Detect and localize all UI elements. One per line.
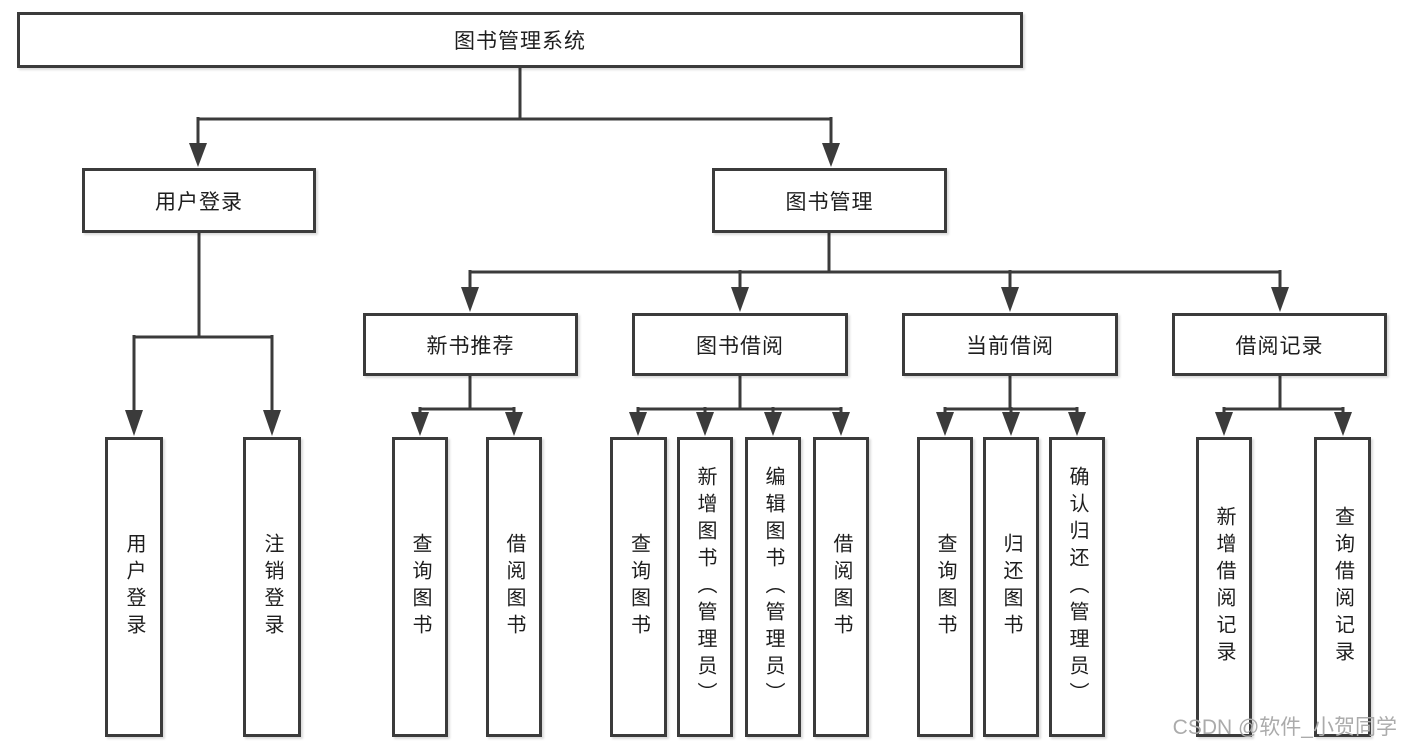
leaf-label: 编辑图书（管理员） bbox=[762, 465, 784, 709]
leaf-nbr-borrow-books: 借阅图书 bbox=[486, 437, 542, 737]
node-book-borrowing: 图书借阅 bbox=[632, 313, 848, 376]
leaf-label: 新增图书（管理员） bbox=[694, 465, 716, 709]
node-library-management-system: 图书管理系统 bbox=[17, 12, 1023, 68]
leaf-label: 用户登录 bbox=[123, 533, 145, 641]
leaf-logout-login: 注销登录 bbox=[243, 437, 301, 737]
leaf-cb-confirm-return-admin: 确认归还（管理员） bbox=[1049, 437, 1105, 737]
node-book-management: 图书管理 bbox=[712, 168, 947, 233]
node-label: 图书管理 bbox=[785, 190, 874, 214]
leaf-label: 确认归还（管理员） bbox=[1066, 465, 1088, 709]
leaf-user-login: 用户登录 bbox=[105, 437, 163, 737]
leaf-bb-query-books: 查询图书 bbox=[610, 437, 667, 737]
node-borrow-records: 借阅记录 bbox=[1172, 313, 1387, 376]
node-current-borrowing: 当前借阅 bbox=[902, 313, 1118, 376]
leaf-label: 新增借阅记录 bbox=[1213, 506, 1235, 668]
node-user-login: 用户登录 bbox=[82, 168, 316, 233]
csdn-watermark: CSDN @软件_小贺同学 bbox=[1172, 716, 1397, 739]
node-label: 用户登录 bbox=[155, 190, 243, 214]
node-label: 当前借阅 bbox=[966, 334, 1054, 358]
leaf-cb-return-books: 归还图书 bbox=[983, 437, 1039, 737]
node-label: 图书管理系统 bbox=[454, 30, 586, 53]
leaf-bb-add-books-admin: 新增图书（管理员） bbox=[677, 437, 733, 737]
leaf-bb-borrow-books: 借阅图书 bbox=[813, 437, 869, 737]
leaf-br-query-record: 查询借阅记录 bbox=[1314, 437, 1371, 737]
leaf-label: 查询图书 bbox=[409, 533, 431, 641]
leaf-label: 借阅图书 bbox=[830, 533, 852, 641]
node-label: 图书借阅 bbox=[696, 334, 784, 358]
leaf-label: 查询图书 bbox=[934, 533, 956, 641]
leaf-cb-query-books: 查询图书 bbox=[917, 437, 973, 737]
leaf-nbr-query-books: 查询图书 bbox=[392, 437, 448, 737]
leaf-br-add-record: 新增借阅记录 bbox=[1196, 437, 1252, 737]
leaf-label: 查询图书 bbox=[627, 533, 650, 641]
node-label: 借阅记录 bbox=[1235, 334, 1324, 358]
leaf-label: 注销登录 bbox=[261, 533, 283, 641]
leaf-label: 查询借阅记录 bbox=[1331, 506, 1354, 668]
leaf-bb-edit-books-admin: 编辑图书（管理员） bbox=[745, 437, 801, 737]
node-label: 新书推荐 bbox=[426, 334, 515, 358]
leaf-label: 归还图书 bbox=[1000, 533, 1022, 641]
leaf-label: 借阅图书 bbox=[503, 533, 525, 641]
node-new-book-recommend: 新书推荐 bbox=[363, 313, 578, 376]
